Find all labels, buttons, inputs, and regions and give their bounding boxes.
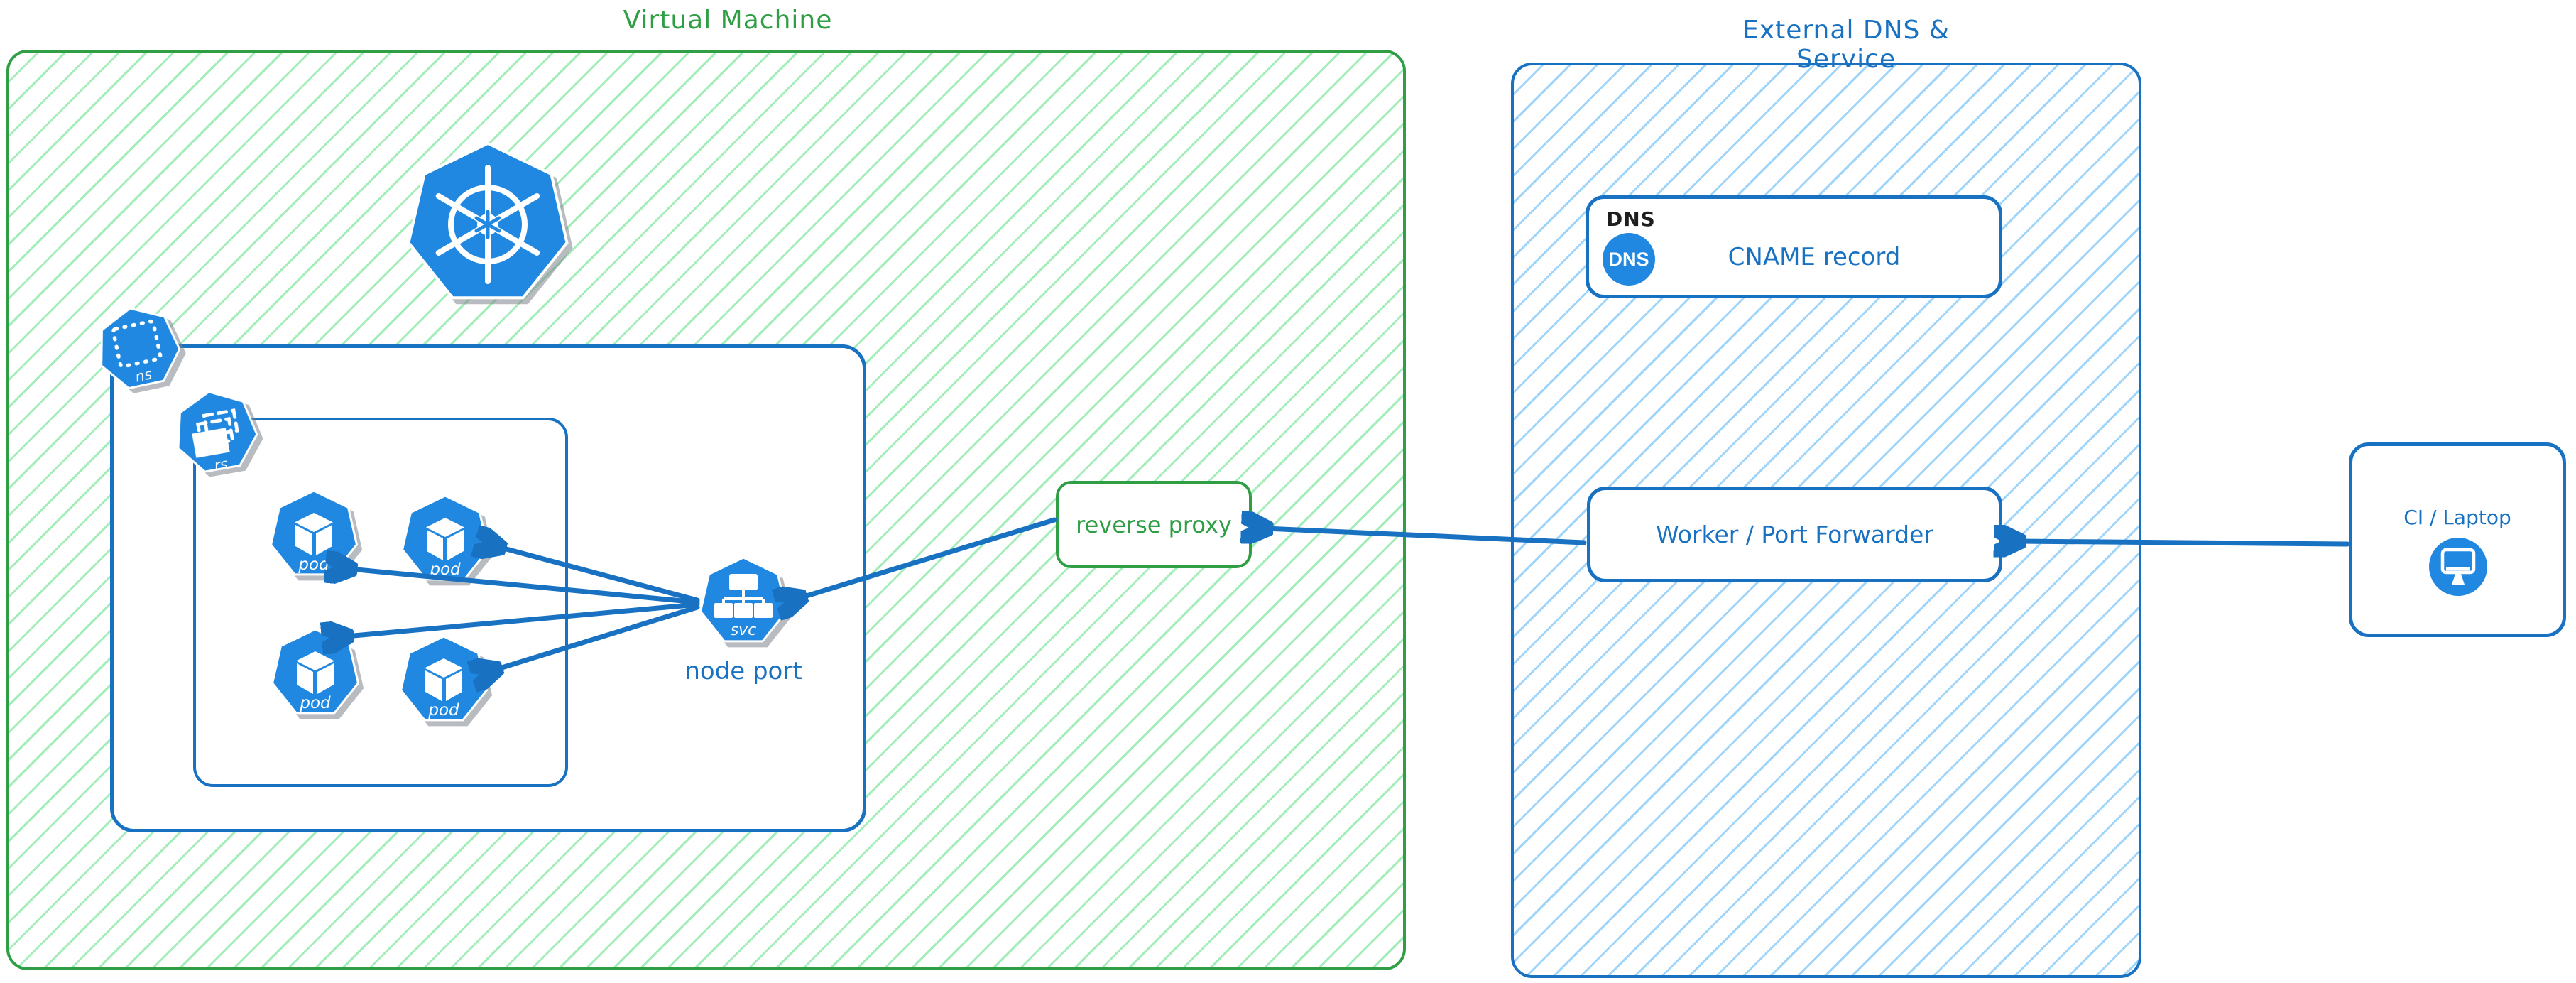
service-icon [696,555,792,651]
dns-card-tag: DNS [1606,207,1656,231]
replicaset-icon [165,382,268,485]
monitor-icon [2429,538,2487,596]
pod-icon [266,489,362,585]
cname-record-label: CNAME record [1728,243,1901,271]
dns-card [1586,195,2002,298]
replicaset-box [193,418,568,787]
dns-icon-label: DNS [1608,248,1649,270]
pod-icon [396,634,492,730]
virtual-machine-title: Virtual Machine [623,6,833,35]
external-dns-service-title: External DNS & Service [1742,16,1950,74]
namespace-icon [86,297,191,402]
worker-port-forwarder-label: Worker / Port Forwarder [1656,521,1933,548]
worker-port-forwarder-box: Worker / Port Forwarder [1587,487,2002,582]
node-port-label: node port [684,657,802,685]
pod-icon [268,627,364,723]
ci-laptop-label: CI / Laptop [2403,506,2511,529]
reverse-proxy-label: reverse proxy [1076,511,1232,538]
dns-icon: DNS [1603,233,1655,286]
kubernetes-logo-icon [407,141,569,300]
reverse-proxy-box: reverse proxy [1056,481,1252,568]
pod-icon [398,494,493,590]
